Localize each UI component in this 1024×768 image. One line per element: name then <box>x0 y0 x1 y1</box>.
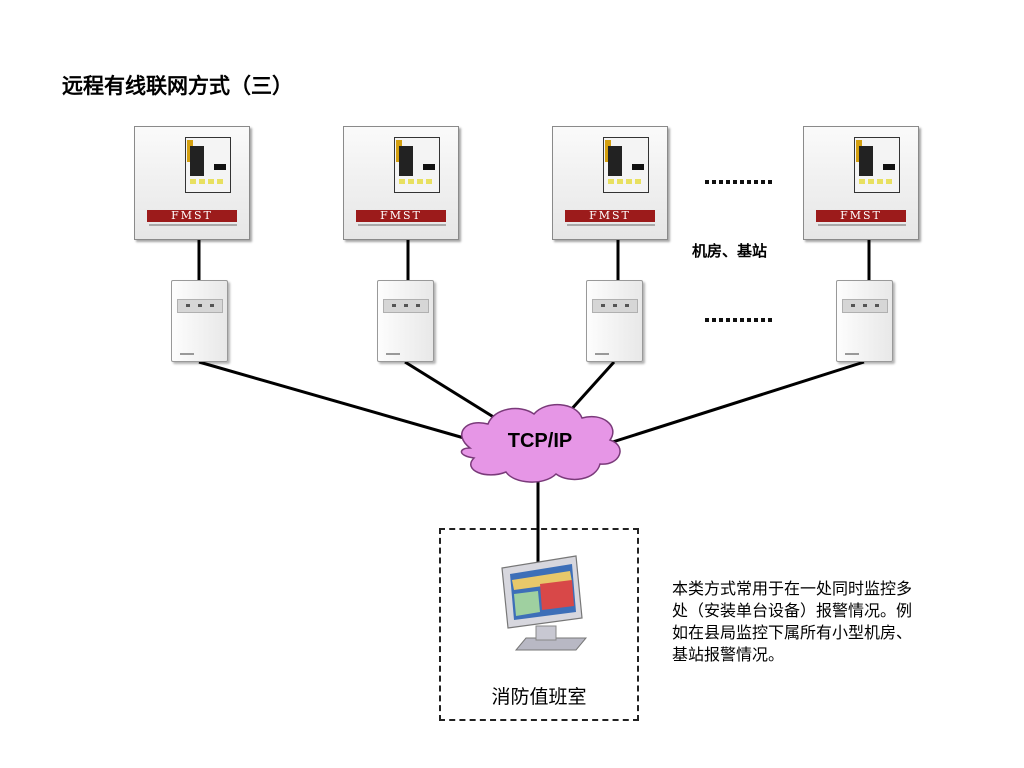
description-line: 处（安装单台设备）报警情况。例 <box>672 601 913 620</box>
alarm-panel-3: FMST <box>552 126 668 240</box>
alarm-panel-2: FMST <box>343 126 459 240</box>
network-module-1 <box>171 280 228 362</box>
panel-display <box>185 137 231 193</box>
duty-room-box: 消防值班室 <box>439 528 639 721</box>
station-label: 机房、基站 <box>692 242 768 260</box>
network-module-3 <box>586 280 643 362</box>
description-text: 本类方式常用于在一处同时监控多 处（安装单台设备）报警情况。例 如在县局监控下属… <box>672 578 982 666</box>
ellipsis-dots-top <box>705 180 775 184</box>
panel-display <box>854 137 900 193</box>
network-label: TCP/IP <box>507 430 573 452</box>
description-line: 本类方式常用于在一处同时监控多 <box>672 579 913 598</box>
panel-display <box>394 137 440 193</box>
network-module-2 <box>377 280 434 362</box>
panel-brand: FMST <box>565 210 655 222</box>
duty-room-label: 消防值班室 <box>491 686 587 708</box>
network-module-4 <box>836 280 893 362</box>
description-line: 基站报警情况。 <box>672 645 785 664</box>
page-title: 远程有线联网方式（三） <box>62 74 293 98</box>
alarm-panel-4: FMST <box>803 126 919 240</box>
panel-display <box>603 137 649 193</box>
cloud-icon <box>460 403 621 483</box>
alarm-panel-1: FMST <box>134 126 250 240</box>
description-line: 如在县局监控下属所有小型机房、 <box>672 623 913 642</box>
monitor-icon <box>501 555 588 651</box>
panel-brand: FMST <box>816 210 906 222</box>
panel-brand: FMST <box>356 210 446 222</box>
ellipsis-dots-bottom <box>705 318 775 322</box>
panel-brand: FMST <box>147 210 237 222</box>
